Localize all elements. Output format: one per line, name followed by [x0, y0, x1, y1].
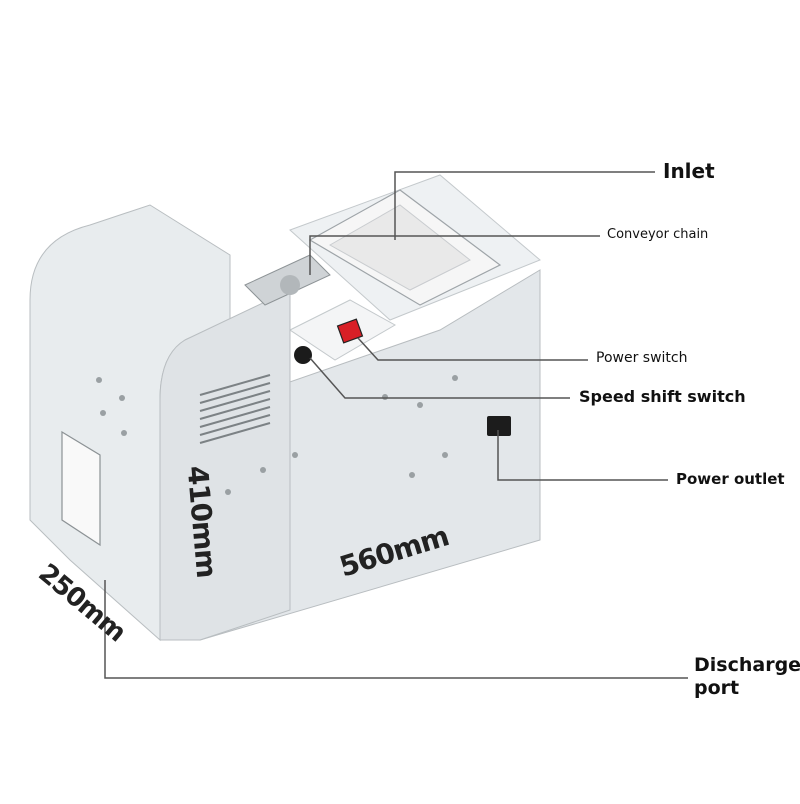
label-power-outlet: Power outlet	[676, 470, 785, 488]
label-discharge-port-line2: port	[694, 677, 740, 699]
label-inlet: Inlet	[663, 159, 715, 183]
speed-knob	[294, 346, 312, 364]
leader-power-outlet	[497, 430, 668, 481]
power-switch-red	[336, 318, 364, 344]
hopper-inner	[328, 204, 471, 291]
leader-speed-switch	[309, 357, 570, 399]
label-discharge-port-line1: Discharge	[694, 654, 800, 676]
label-speed-shift-switch: Speed shift switch	[579, 387, 746, 406]
cooling-vents	[199, 374, 271, 444]
machine-left-front	[159, 289, 291, 641]
leader-inlet	[394, 171, 655, 240]
discharge-port-opening	[61, 430, 101, 547]
label-conveyor-chain: Conveyor chain	[607, 227, 709, 242]
leader-discharge	[104, 580, 688, 679]
screws	[96, 375, 458, 495]
leader-conveyor	[309, 235, 600, 275]
power-socket	[487, 416, 511, 436]
leader-power-switch	[357, 337, 588, 361]
conveyor-gear	[280, 275, 300, 295]
label-power-switch: Power switch	[596, 350, 688, 366]
leader-lines	[104, 171, 688, 679]
